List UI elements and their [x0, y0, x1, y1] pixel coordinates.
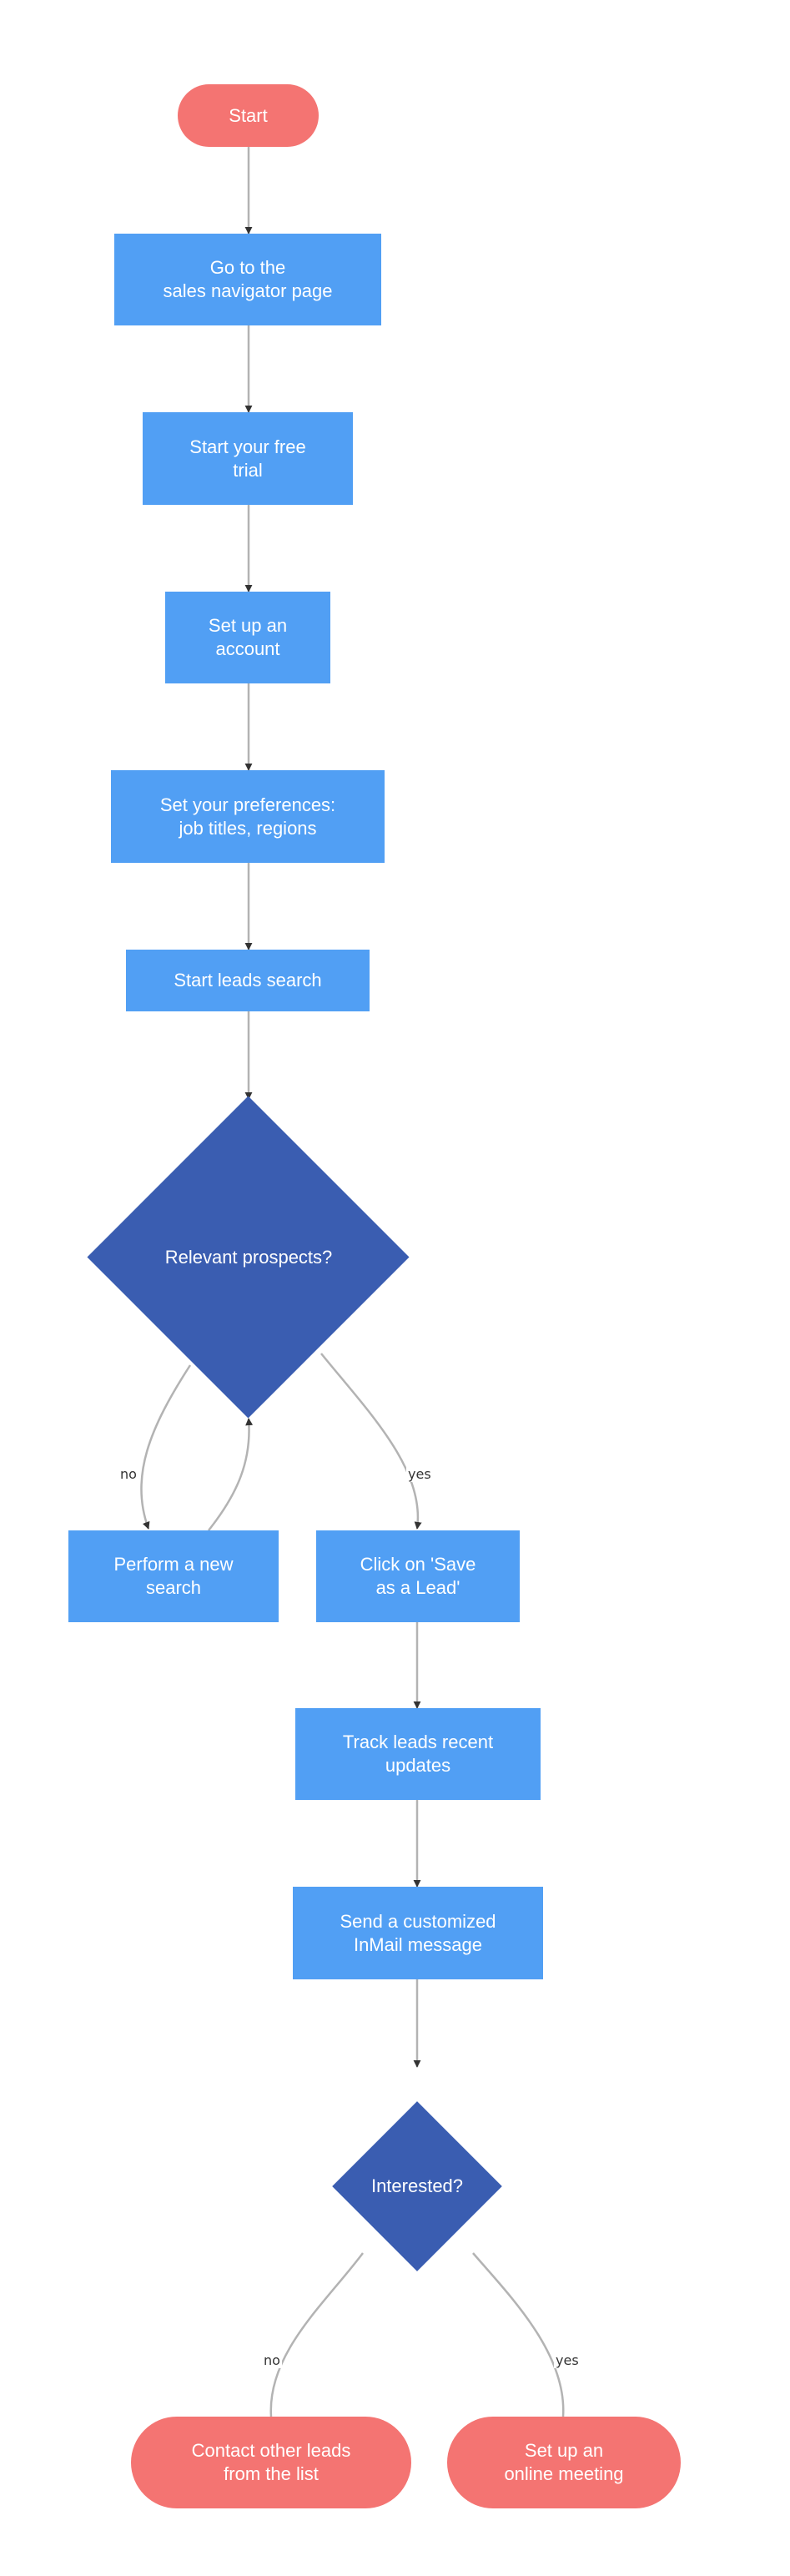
relevant-prospects-label: Relevant prospects? [164, 1247, 333, 1268]
save-lead-node: Click on 'Save as a Lead' [316, 1530, 520, 1622]
edge-interested-yes [472, 2252, 565, 2417]
edge-relevant-no [140, 1364, 192, 1530]
interested-yes-label: yes [554, 2352, 581, 2368]
edge-interested-no [269, 2252, 364, 2417]
interested-label: Interested? [370, 2175, 464, 2196]
track-leads-node: Track leads recent updates [295, 1708, 541, 1800]
leads-search-node: Start leads search [126, 950, 370, 1011]
new-search-node: Perform a new search [68, 1530, 279, 1622]
preferences-node: Set your preferences: job titles, region… [111, 770, 385, 863]
contact-other-leads-node: Contact other leads from the list [131, 2417, 411, 2508]
setup-account-node: Set up an account [165, 592, 330, 683]
inmail-node: Send a customized InMail message [293, 1887, 543, 1979]
free-trial-node: Start your free trial [143, 412, 353, 505]
relevant-yes-label: yes [406, 1466, 433, 1482]
start-node: Start [178, 84, 319, 147]
sales-navigator-node: Go to the sales navigator page [114, 234, 381, 325]
edge-relevant-yes [320, 1353, 422, 1530]
edge-newsearch-back [208, 1418, 254, 1531]
relevant-no-label: no [118, 1466, 138, 1482]
online-meeting-node: Set up an online meeting [447, 2417, 681, 2508]
interested-no-label: no [262, 2352, 282, 2368]
